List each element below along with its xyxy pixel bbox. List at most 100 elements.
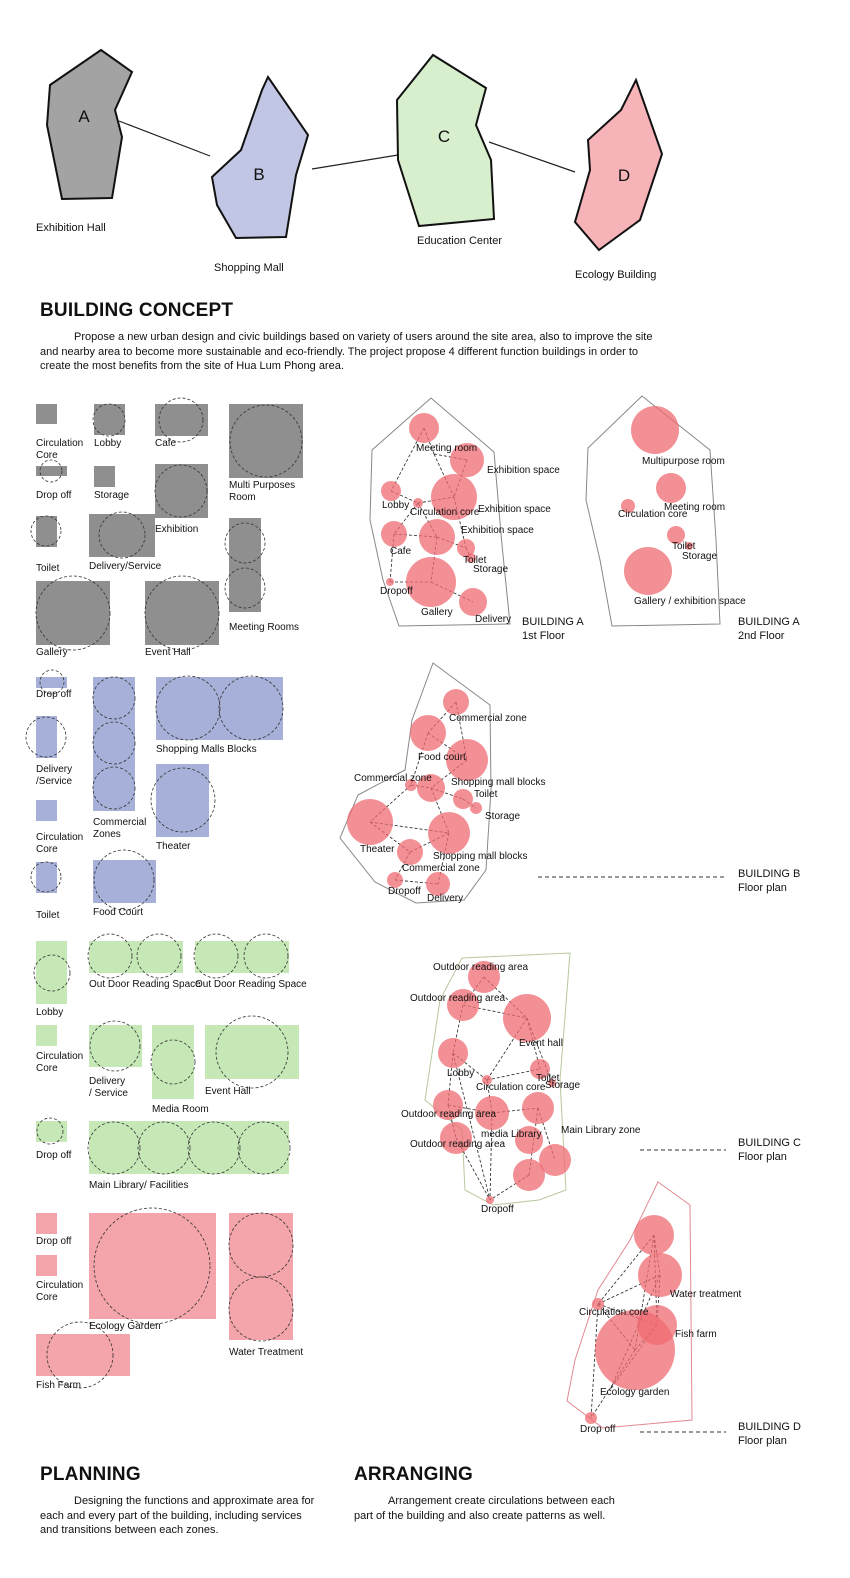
zone-node (381, 481, 401, 501)
a1-label-exhibition-2: Exhibition space (478, 504, 551, 515)
label-food-court: Food Court (93, 907, 143, 918)
zone-dropoff-ring (36, 1117, 64, 1145)
b-label-shopping-2: Shopping mall blocks (433, 851, 528, 862)
label-delivery: Delivery/ Service (89, 1076, 128, 1099)
outline-d (566, 1181, 693, 1429)
zone-commercial-ring-3 (92, 766, 136, 810)
zone-water-treatment (229, 1213, 293, 1340)
zone-theater (156, 764, 209, 837)
planning-c: Out Door Reading Space Out Door Reading … (33, 933, 307, 1191)
connector-bc (311, 154, 399, 170)
arranging-b: Commercial zone Food court Commercial zo… (339, 662, 800, 904)
zone-node (634, 1215, 674, 1255)
zone-multipurpose (229, 404, 303, 478)
zone-main-library (89, 1121, 289, 1174)
zone-node (466, 553, 476, 563)
b-caption-sub: Floor plan (738, 882, 787, 894)
zone-node (381, 521, 407, 547)
zone-node (409, 413, 439, 443)
zone-lobby-ring (92, 403, 126, 437)
zone-circulation (36, 800, 57, 821)
label-delivery: Delivery/Service (36, 764, 73, 787)
a1-label-meeting-room: Meeting room (416, 443, 477, 454)
zone-lobby (36, 941, 67, 1004)
zone-event-ring (215, 1015, 289, 1089)
d-label-fish-farm: Fish farm (675, 1329, 717, 1340)
zone-node (667, 526, 685, 544)
b-label-toilet: Toilet (474, 789, 498, 800)
zone-toilet-ring (30, 515, 62, 547)
zone-meeting-ring-2 (224, 567, 266, 609)
zone-toilet (36, 862, 57, 893)
building-d-name: Ecology Building (575, 269, 656, 281)
zone-event-hall (205, 1025, 299, 1079)
circulation-link (389, 533, 395, 583)
zone-lobby (94, 404, 125, 435)
b-label-theater: Theater (360, 844, 395, 855)
nodes-a2 (621, 406, 693, 595)
a1-label-cafe: Cafe (390, 546, 412, 557)
zone-media-room (152, 1025, 194, 1099)
zone-node (438, 1038, 468, 1068)
zone-exhibition (155, 464, 208, 518)
nodes-b (347, 689, 488, 896)
planning-b: Drop off Shopping Malls Blocks Delivery/… (25, 669, 284, 921)
zone-shopping-ring-1 (155, 675, 221, 741)
zone-toilet (36, 516, 57, 547)
building-c-name: Education Center (417, 235, 502, 247)
b-label-dropoff: Dropoff (388, 886, 421, 897)
a1-label-delivery: Delivery (475, 614, 511, 625)
a1-label-exhibition-3: Exhibition space (461, 525, 534, 536)
zone-outdoor-2 (195, 941, 289, 973)
zone-node (530, 1059, 550, 1079)
zone-node (482, 1075, 492, 1085)
a2-label-gallery: Gallery / exhibition space (634, 596, 746, 607)
zone-node (417, 774, 445, 802)
zone-commercial (93, 677, 135, 811)
site-buildings: A B C D Exhibition Hall Shopping Mall Ed… (36, 48, 664, 281)
zone-multipurpose-ring (229, 404, 303, 478)
zone-node (410, 715, 446, 751)
zone-node (433, 1090, 463, 1120)
zone-shopping-ring-2 (218, 675, 284, 741)
circulation-link (410, 732, 429, 786)
zone-event-hall (145, 581, 219, 645)
c-label-lobby: Lobby (447, 1068, 474, 1079)
zone-node (419, 519, 455, 555)
label-dropoff: Drop off (36, 490, 72, 501)
label-delivery: Delivery/Service (89, 561, 162, 572)
d-label-circulation: Circulation core (579, 1307, 649, 1318)
zone-delivery (89, 1025, 142, 1067)
a1-caption-title: BUILDING A (522, 616, 584, 628)
outline-a1 (369, 397, 511, 627)
a2-label-circulation: Circulation core (618, 509, 688, 520)
zone-food-court (93, 860, 156, 903)
connector-ab (118, 120, 211, 157)
a2-label-meeting-room: Meeting room (664, 502, 725, 513)
zone-node (470, 802, 482, 814)
zone-node (548, 1079, 556, 1087)
label-shopping-blocks: Shopping Malls Blocks (156, 744, 257, 755)
b-label-storage: Storage (485, 811, 520, 822)
c-label-storage: Storage (545, 1080, 580, 1091)
label-media-room: Media Room (152, 1104, 209, 1115)
zone-delivery-ring (89, 1020, 141, 1072)
zone-node (387, 872, 403, 888)
zone-node (595, 1310, 675, 1390)
label-outdoor-2: Out Door Reading Space (195, 979, 307, 990)
label-gallery: Gallery (36, 647, 68, 658)
zone-node (585, 1412, 597, 1424)
arranging-a1: Meeting room Exhibition space Lobby Circ… (369, 397, 584, 642)
label-main-library: Main Library/ Facilities (89, 1180, 188, 1191)
zone-node (457, 539, 475, 557)
c-label-media-library: media Library (481, 1129, 542, 1140)
zone-fish-farm (36, 1334, 130, 1376)
zone-dropoff (36, 677, 67, 688)
c-label-outdoor-2: Outdoor reading area (410, 993, 506, 1004)
zone-node (431, 474, 477, 520)
circulation-link (526, 1017, 541, 1070)
